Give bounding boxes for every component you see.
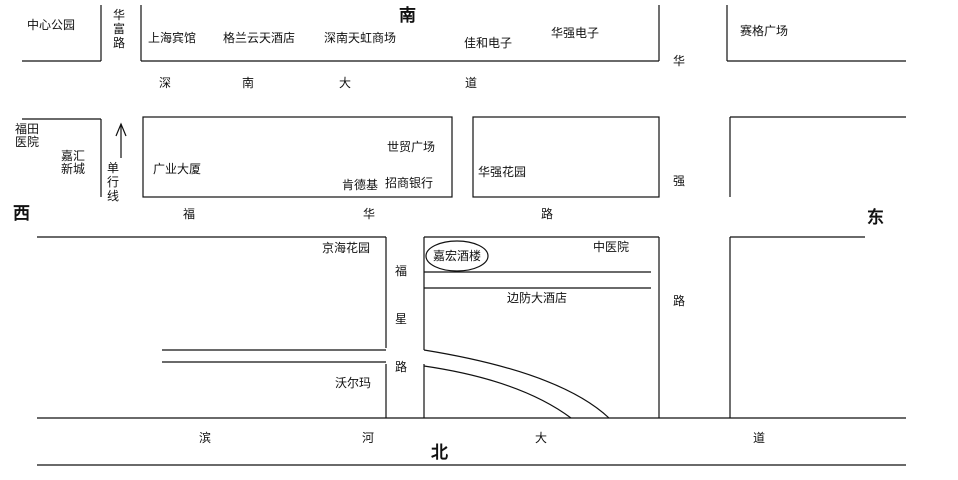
jiahong-ellipse [425, 240, 489, 272]
place-jiahong: 嘉宏酒楼 [433, 249, 482, 263]
road-fuhua-char: 路 [541, 207, 554, 221]
road-fuhua-char: 华 [363, 207, 376, 221]
road-binhe-char: 道 [753, 431, 766, 445]
place-huaqiang-elec: 华强电子 [551, 26, 600, 40]
place-tcm-hospital: 中医院 [593, 240, 630, 254]
place-shanghai-hotel: 上海宾馆 [148, 31, 197, 45]
one-way-arrowhead [115, 122, 127, 137]
direction-north: 北 [431, 443, 448, 463]
curved-road [423, 349, 610, 419]
place-gelan-hotel: 格兰云天酒店 [223, 31, 296, 45]
road-fuxing-char: 福 [395, 264, 408, 278]
place-walmart: 沃尔玛 [335, 376, 372, 390]
road-fuxing-char: 路 [395, 360, 408, 374]
curved-road [423, 365, 572, 419]
place-kfc: 肯德基 [342, 178, 379, 192]
place-saige: 赛格广场 [740, 24, 789, 38]
road-shennan-char: 大 [339, 76, 352, 90]
place-jinghai: 京海花园 [322, 241, 371, 255]
road-shennan-char: 道 [465, 76, 478, 90]
road-binhe-char: 河 [362, 431, 375, 445]
road-huaqiang-char: 强 [673, 174, 686, 188]
block-guangye [142, 116, 453, 198]
place-cmb: 招商银行 [385, 176, 434, 190]
place-border-hotel: 边防大酒店 [507, 291, 568, 305]
road-huaqiang-char: 路 [673, 294, 686, 308]
place-zhongxin-park: 中心公园 [27, 18, 76, 32]
road-binhe-char: 大 [535, 431, 548, 445]
place-jiahui: 嘉汇新城 [61, 149, 86, 176]
place-futian-hospital: 福田医院 [15, 122, 40, 149]
direction-south: 南 [399, 6, 416, 26]
place-world-trade: 世贸广场 [387, 140, 436, 154]
block-huaqiang-garden [472, 116, 660, 198]
road-shennan-char: 深 [159, 76, 172, 90]
place-shennan-tianhong: 深南天虹商场 [324, 31, 397, 45]
place-guangye: 广业大厦 [153, 162, 202, 176]
place-jiahe: 佳和电子 [464, 36, 513, 50]
road-huafu: 华富路 [112, 8, 125, 50]
road-huaqiang-char: 华 [673, 54, 686, 68]
road-fuxing-char: 星 [395, 312, 408, 326]
road-binhe-char: 滨 [199, 431, 212, 445]
road-shennan-char: 南 [242, 76, 255, 90]
place-huaqiang-garden: 华强花园 [478, 165, 527, 179]
road-fuhua-char: 福 [183, 207, 196, 221]
one-way-label: 单行线 [106, 161, 119, 203]
direction-east: 东 [867, 208, 884, 228]
direction-west: 西 [13, 204, 30, 224]
